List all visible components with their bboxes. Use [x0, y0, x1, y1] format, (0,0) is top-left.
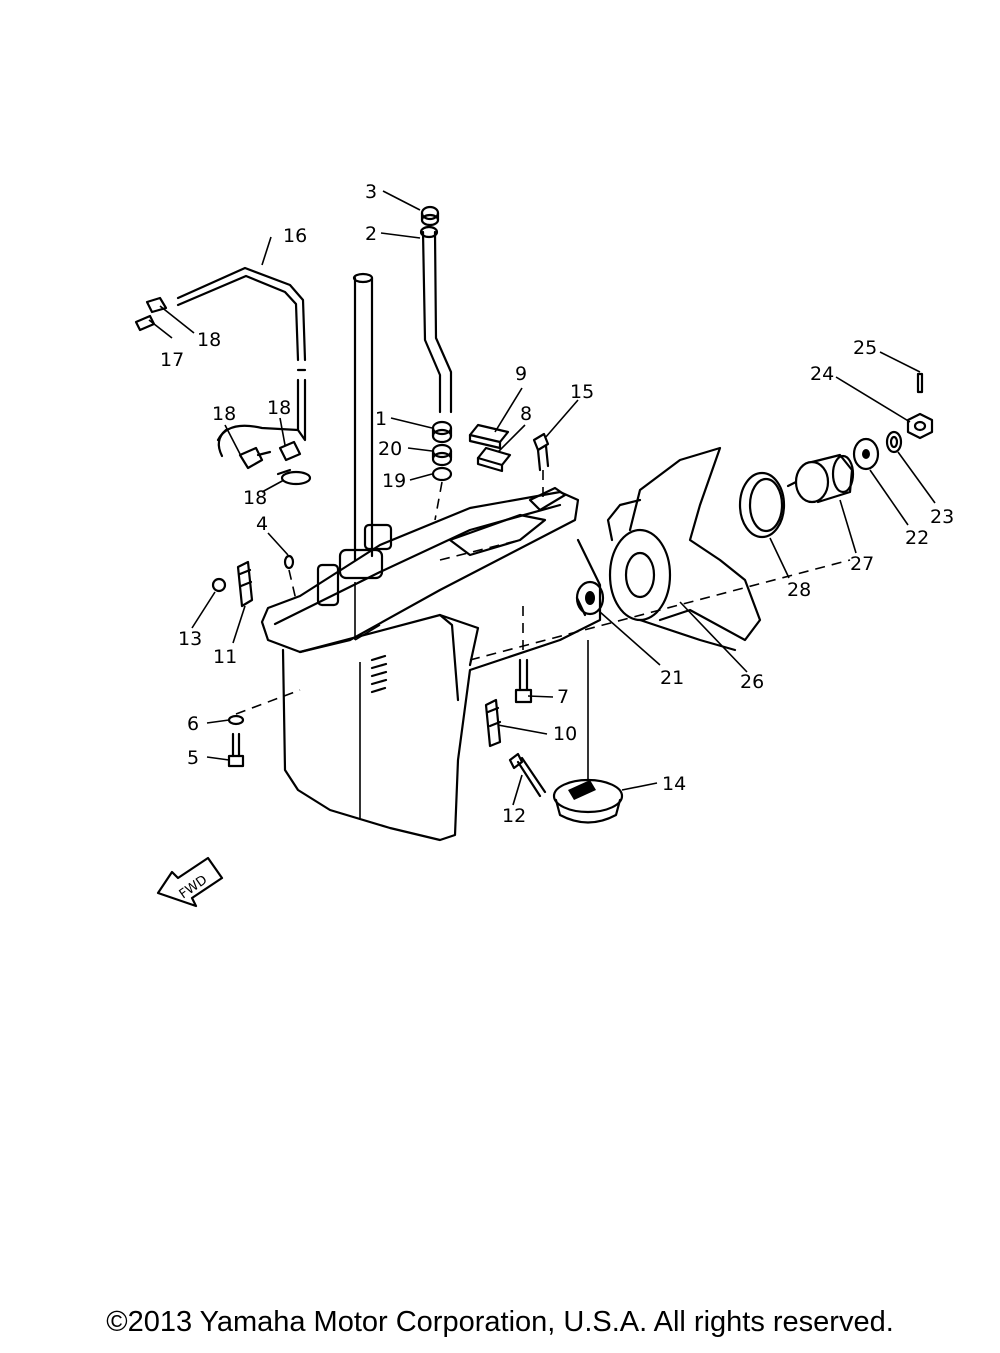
spacer-ring: [738, 471, 786, 539]
hose-clamps: [134, 296, 312, 486]
water-tube-seals: [431, 420, 453, 521]
rubber-seals: [468, 423, 512, 473]
callout-27: 27: [850, 553, 874, 575]
propeller: [606, 446, 762, 652]
bolt-7: [514, 600, 533, 704]
callout-16: 16: [283, 225, 307, 247]
cotter-pin: [916, 372, 924, 394]
callout-7: 7: [557, 686, 569, 708]
callout-2: 2: [365, 223, 377, 245]
callout-26: 26: [740, 671, 764, 693]
callout-13: 13: [178, 628, 202, 650]
callout-1: 1: [375, 408, 387, 430]
callout-6: 6: [187, 713, 199, 735]
propeller-nut: [906, 412, 934, 440]
callout-21: 21: [660, 667, 684, 689]
callout-22: 22: [905, 527, 929, 549]
callout-12: 12: [502, 805, 526, 827]
thrust-washer: [575, 580, 605, 617]
trim-tab: [552, 640, 624, 824]
bolt-5: [227, 689, 301, 768]
lower-casing: [260, 486, 602, 842]
drive-shaft: [352, 272, 374, 562]
callout-8: 8: [520, 403, 532, 425]
callout-4: 4: [256, 513, 268, 535]
anode-plate: [484, 698, 502, 748]
callout-15: 15: [570, 381, 594, 403]
copyright-notice: ©2013 Yamaha Motor Corporation, U.S.A. A…: [106, 1306, 894, 1338]
callout-labels: 3 2 16 18 17 17 18 18 18 4 13 11 6 5 7 1…: [160, 181, 954, 827]
bolt-15: [532, 432, 550, 500]
callout-9: 9: [515, 363, 527, 385]
water-pipe: [419, 225, 453, 414]
callout-23: 23: [930, 506, 954, 528]
callout-19: 19: [382, 470, 406, 492]
fwd-arrow: FWD: [156, 856, 224, 908]
callout-14: 14: [662, 773, 686, 795]
callout-3: 3: [365, 181, 377, 203]
callout-25: 25: [853, 337, 877, 359]
callout-18d: 18: [243, 487, 267, 509]
callout-20: 20: [378, 438, 402, 460]
callout-11: 11: [213, 646, 237, 668]
hose: [176, 266, 307, 458]
grommet: [420, 205, 440, 227]
callout-28: 28: [787, 579, 811, 601]
callout-10: 10: [553, 723, 577, 745]
callout-24: 24: [810, 363, 834, 385]
washer-small: [885, 430, 903, 454]
callout-5: 5: [187, 747, 199, 769]
leader-lines: [148, 190, 936, 806]
callout-18b: 18: [212, 403, 236, 425]
plate-and-dowel: [211, 554, 297, 608]
prop-shaft-axis: [469, 559, 851, 661]
callout-18: 18: [197, 329, 221, 351]
bolt-12: [508, 752, 547, 798]
callout-18c: 18: [267, 397, 291, 419]
callout-17b: 17: [160, 349, 184, 371]
spacer-hub: [786, 453, 855, 504]
washer: [852, 437, 880, 471]
lower-unit-exploded-diagram: 3 2 16 18 17 17 18 18 18 4 13 11 6 5 7 1…: [134, 181, 954, 908]
